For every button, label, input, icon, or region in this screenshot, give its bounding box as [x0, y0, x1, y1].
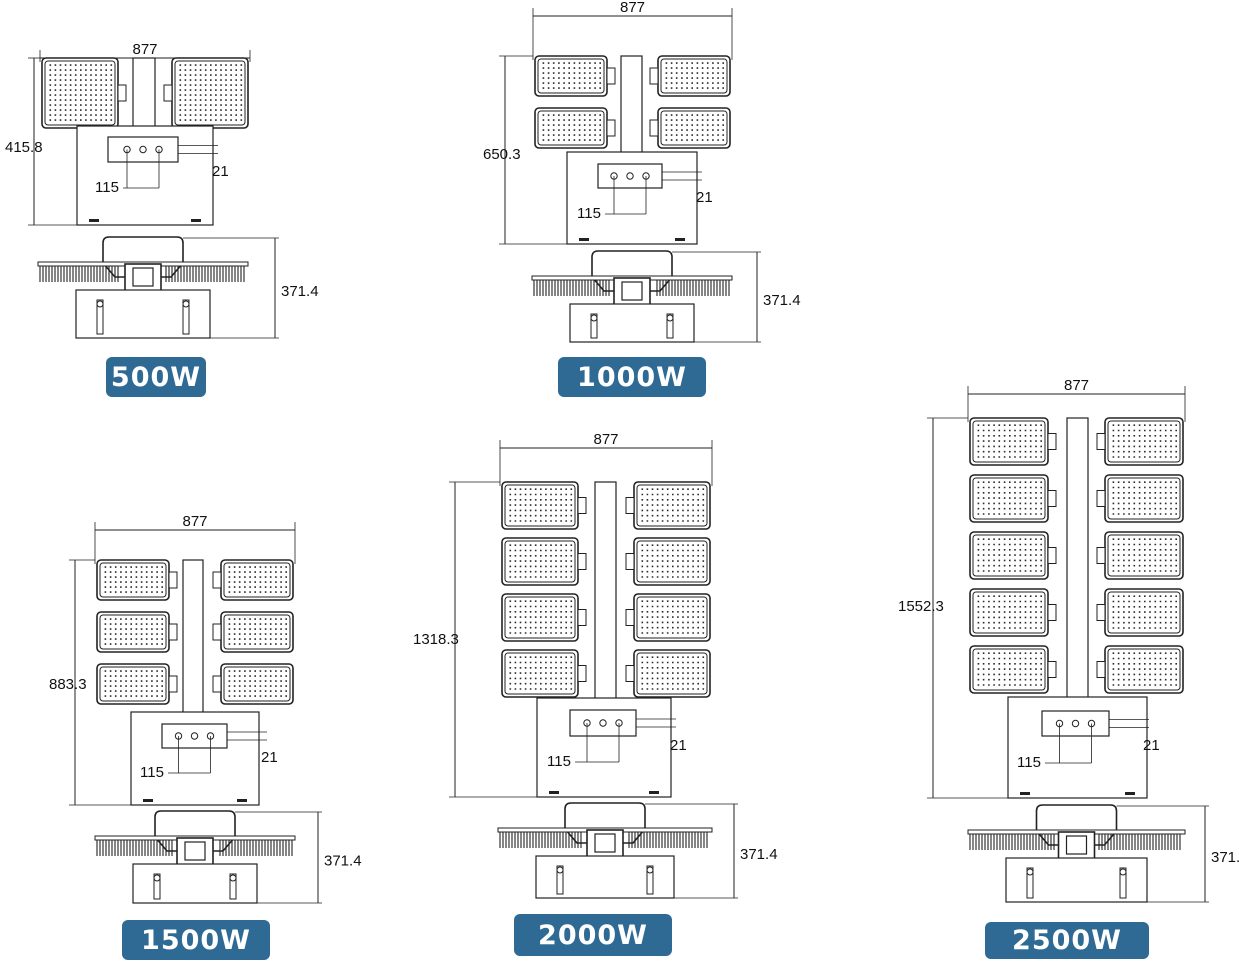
- badge-1500w: 1500W: [122, 920, 270, 960]
- badge-2000w: 2000W: [514, 914, 672, 956]
- pole-2500w: [1066, 417, 1089, 732]
- bracket-spacing-2500w: 115: [1017, 754, 1041, 771]
- pole-2000w: [594, 481, 617, 731]
- bracket-spacing-2000w: 115: [547, 753, 571, 770]
- drawing-1000w: 877 21 115 650.3 371.4: [483, 0, 801, 343]
- drawing-1500w: 877 21 115 883.3 371.4: [49, 513, 362, 904]
- bracket-spacing-1000w: 115: [577, 205, 601, 222]
- top-view-1000w: 371.4: [531, 250, 801, 343]
- bracket-spacing-1500w: 115: [140, 764, 164, 781]
- drawing-500w: 877 21 115 415.8 371.4: [5, 41, 319, 339]
- height-dimension-500w: 415.8: [5, 139, 43, 156]
- depth-dimension-2500w: 371.4: [1211, 849, 1239, 866]
- bracket-offset-2500w: 21: [1143, 737, 1160, 754]
- badge-500w: 500W: [106, 357, 206, 397]
- depth-dimension-2000w: 371.4: [740, 846, 778, 863]
- drawing-2000w: 877 21 115 1318.3 371.4: [413, 431, 778, 899]
- width-dimension-2000w: 877: [593, 431, 618, 448]
- driver-box-1500w: [130, 711, 260, 806]
- height-dimension-1000w: 650.3: [483, 146, 521, 163]
- drawing-2500w: 877 21 115 1552.3 371.4: [898, 377, 1239, 903]
- width-dimension-500w: 877: [132, 41, 157, 58]
- bracket-offset-500w: 21: [212, 163, 229, 180]
- height-dimension-2500w: 1552.3: [898, 598, 944, 615]
- top-view-2500w: 371.4: [967, 804, 1239, 903]
- badge-1000w: 1000W: [558, 357, 706, 397]
- bracket-offset-2000w: 21: [670, 737, 687, 754]
- depth-dimension-500w: 371.4: [281, 283, 319, 300]
- top-view-1500w: 371.4: [94, 810, 362, 904]
- depth-dimension-1000w: 371.4: [763, 292, 801, 309]
- bracket-offset-1000w: 21: [696, 189, 713, 206]
- bracket-spacing-500w: 115: [95, 179, 119, 196]
- depth-dimension-1500w: 371.4: [324, 853, 362, 870]
- top-view-500w: 371.4: [37, 236, 319, 339]
- width-dimension-2500w: 877: [1064, 377, 1089, 394]
- bracket-offset-1500w: 21: [261, 749, 278, 766]
- height-dimension-1500w: 883.3: [49, 676, 87, 693]
- height-dimension-2000w: 1318.3: [413, 631, 459, 648]
- width-dimension-1500w: 877: [182, 513, 207, 530]
- badge-2500w: 2500W: [985, 922, 1149, 959]
- top-view-2000w: 371.4: [497, 802, 778, 899]
- width-dimension-1000w: 877: [620, 0, 645, 16]
